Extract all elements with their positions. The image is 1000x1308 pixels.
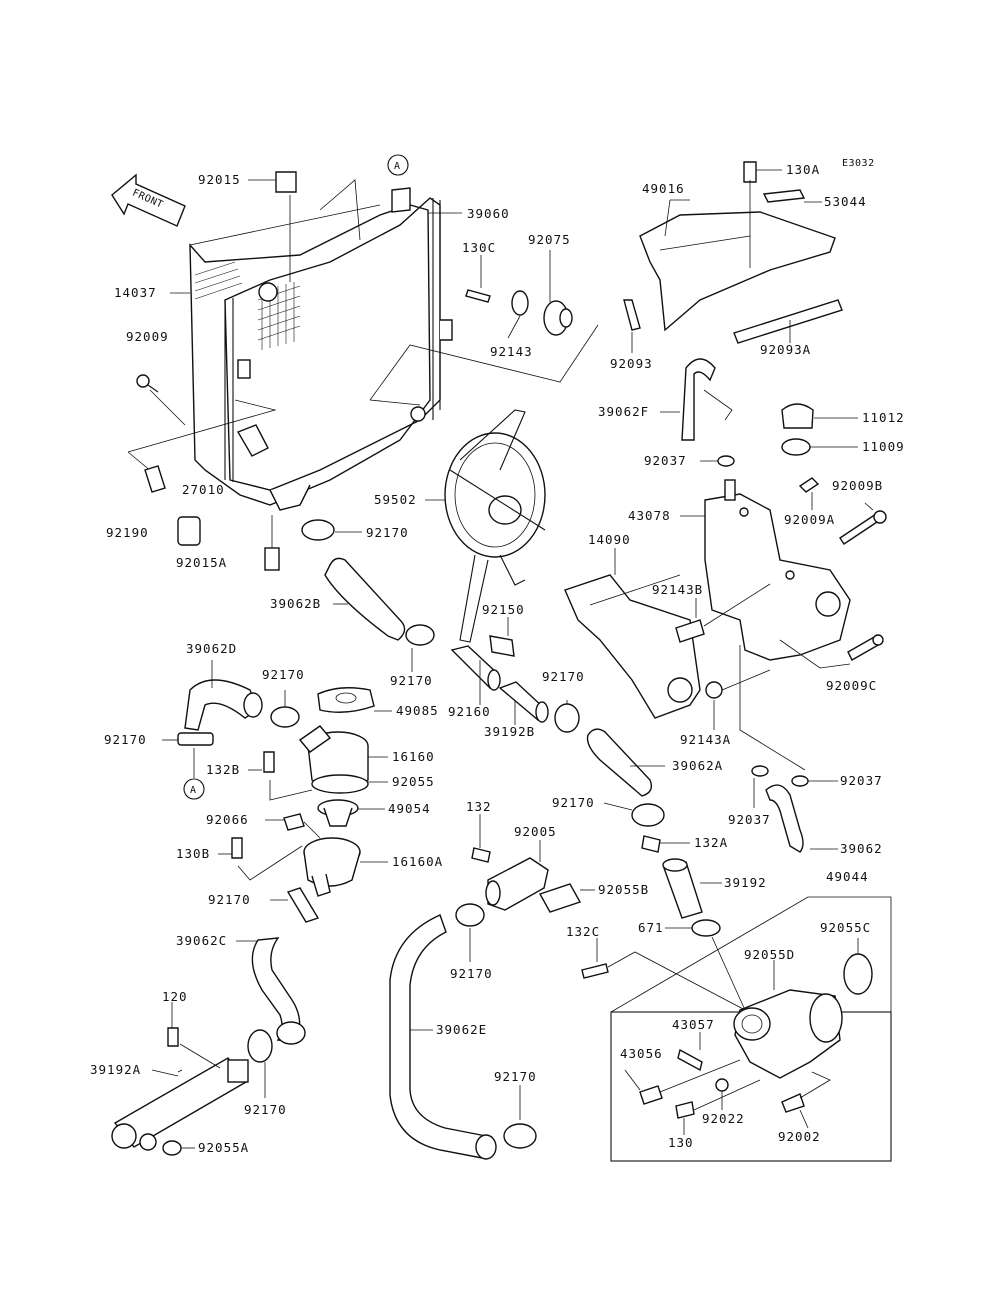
- label-59502: 59502: [374, 492, 417, 507]
- label-92170-g: 92170: [244, 1102, 287, 1117]
- label-92009: 92009: [126, 329, 169, 344]
- label-92037-c: 92037: [728, 812, 771, 827]
- label-92009b: 92009B: [832, 478, 883, 493]
- label-92009a: 92009A: [784, 512, 835, 527]
- label-132a: 132A: [694, 835, 728, 850]
- label-92075: 92075: [528, 232, 571, 247]
- ref-marker-bottom: A: [183, 748, 205, 800]
- label-132: 132: [466, 799, 492, 814]
- label-14037: 14037: [114, 285, 157, 300]
- label-92022: 92022: [702, 1111, 745, 1126]
- reservoir-group: [564, 161, 887, 853]
- diagram-code: E3032: [842, 158, 875, 169]
- label-39062f: 39062F: [598, 404, 649, 419]
- center-lower-parts: [389, 814, 595, 1160]
- ref-marker-a-bottom: A: [190, 785, 197, 796]
- label-92055: 92055: [392, 774, 435, 789]
- label-92066: 92066: [206, 812, 249, 827]
- label-92015a: 92015A: [176, 555, 227, 570]
- label-130b: 130B: [176, 846, 210, 861]
- label-39062e: 39062E: [436, 1022, 487, 1037]
- label-16160: 16160: [392, 749, 435, 764]
- front-arrow: FRONT: [111, 173, 186, 227]
- radiator-leaders: [127, 179, 599, 548]
- label-92170-d: 92170: [262, 667, 305, 682]
- label-92037-a: 92037: [644, 453, 687, 468]
- label-92143a: 92143A: [680, 732, 731, 747]
- hose-39062b: [324, 557, 435, 672]
- label-92093a: 92093A: [760, 342, 811, 357]
- label-39060: 39060: [467, 206, 510, 221]
- label-92170-c: 92170: [542, 669, 585, 684]
- label-39192b: 39192B: [484, 724, 535, 739]
- label-132b: 132B: [206, 762, 240, 777]
- label-39062c: 39062C: [176, 933, 227, 948]
- label-92015: 92015: [198, 172, 241, 187]
- label-130: 130: [668, 1135, 694, 1150]
- label-92093: 92093: [610, 356, 653, 371]
- label-49085: 49085: [396, 703, 439, 718]
- label-49044: 49044: [826, 869, 869, 884]
- label-92170-h: 92170: [450, 966, 493, 981]
- label-43078: 43078: [628, 508, 671, 523]
- label-92005: 92005: [514, 824, 557, 839]
- hose-39062a: [554, 700, 665, 797]
- radiator-hardware: [136, 250, 573, 571]
- label-92170-a: 92170: [366, 525, 409, 540]
- label-92055d: 92055D: [744, 947, 795, 962]
- label-120: 120: [162, 989, 188, 1004]
- label-671: 671: [638, 920, 664, 935]
- label-92143b: 92143B: [652, 582, 703, 597]
- radiator: [189, 171, 453, 511]
- label-92170-j: 92170: [552, 795, 595, 810]
- label-92009c: 92009C: [826, 678, 877, 693]
- label-92055c: 92055C: [820, 920, 871, 935]
- label-92150: 92150: [482, 602, 525, 617]
- label-92170-f: 92170: [208, 892, 251, 907]
- label-130a: 130A: [786, 162, 820, 177]
- ref-marker-a-top: A: [394, 161, 401, 172]
- label-39062b: 39062B: [270, 596, 321, 611]
- cooling-fan: [425, 409, 546, 643]
- label-11009: 11009: [862, 439, 905, 454]
- label-92170-b: 92170: [390, 673, 433, 688]
- label-39062d: 39062D: [186, 641, 237, 656]
- label-132c: 132C: [566, 924, 600, 939]
- ref-marker-top: A: [387, 154, 409, 176]
- label-39062: 39062: [840, 841, 883, 856]
- label-92055b: 92055B: [598, 882, 649, 897]
- label-39062a: 39062A: [672, 758, 723, 773]
- label-49054: 49054: [388, 801, 431, 816]
- label-49016: 49016: [642, 181, 685, 196]
- label-92055a: 92055A: [198, 1140, 249, 1155]
- label-39192: 39192: [724, 875, 767, 890]
- label-53044: 53044: [824, 194, 867, 209]
- label-92002: 92002: [778, 1129, 821, 1144]
- label-43057: 43057: [672, 1017, 715, 1032]
- label-11012: 11012: [862, 410, 905, 425]
- part-labels: 92015 39060 14037 130C 92075 92143 92009…: [90, 162, 905, 1155]
- label-130c: 130C: [462, 240, 496, 255]
- label-39192a: 39192A: [90, 1062, 141, 1077]
- fan-hardware: [450, 617, 549, 725]
- label-92170-i: 92170: [494, 1069, 537, 1084]
- label-92190: 92190: [106, 525, 149, 540]
- label-27010: 27010: [182, 482, 225, 497]
- label-92160: 92160: [448, 704, 491, 719]
- water-pump-group: [581, 802, 892, 1162]
- label-92037-b: 92037: [840, 773, 883, 788]
- label-16160a: 16160A: [392, 854, 443, 869]
- lower-left-pipes: [111, 937, 306, 1156]
- label-92143: 92143: [490, 344, 533, 359]
- label-43056: 43056: [620, 1046, 663, 1061]
- label-92170-e: 92170: [104, 732, 147, 747]
- label-14090: 14090: [588, 532, 631, 547]
- thermostat-group: [162, 660, 392, 923]
